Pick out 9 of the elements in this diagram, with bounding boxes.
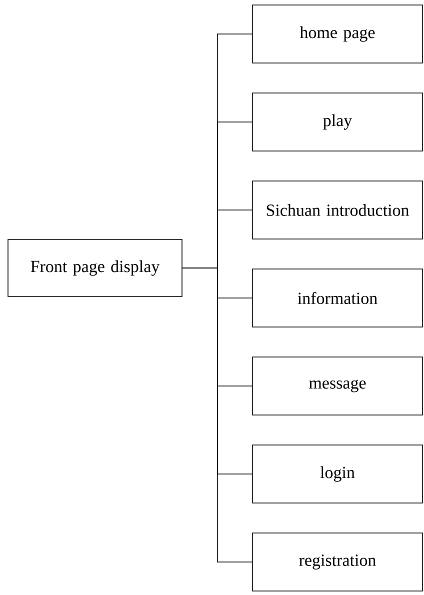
box: Sichuan introduction xyxy=(252,180,423,240)
box: message xyxy=(252,356,423,416)
box: Front page display xyxy=(8,239,182,297)
connector-line xyxy=(182,268,252,562)
box: registration xyxy=(252,532,423,592)
box: play xyxy=(252,92,423,152)
box: home page xyxy=(252,4,423,64)
box: information xyxy=(252,268,423,328)
box: login xyxy=(252,444,423,504)
